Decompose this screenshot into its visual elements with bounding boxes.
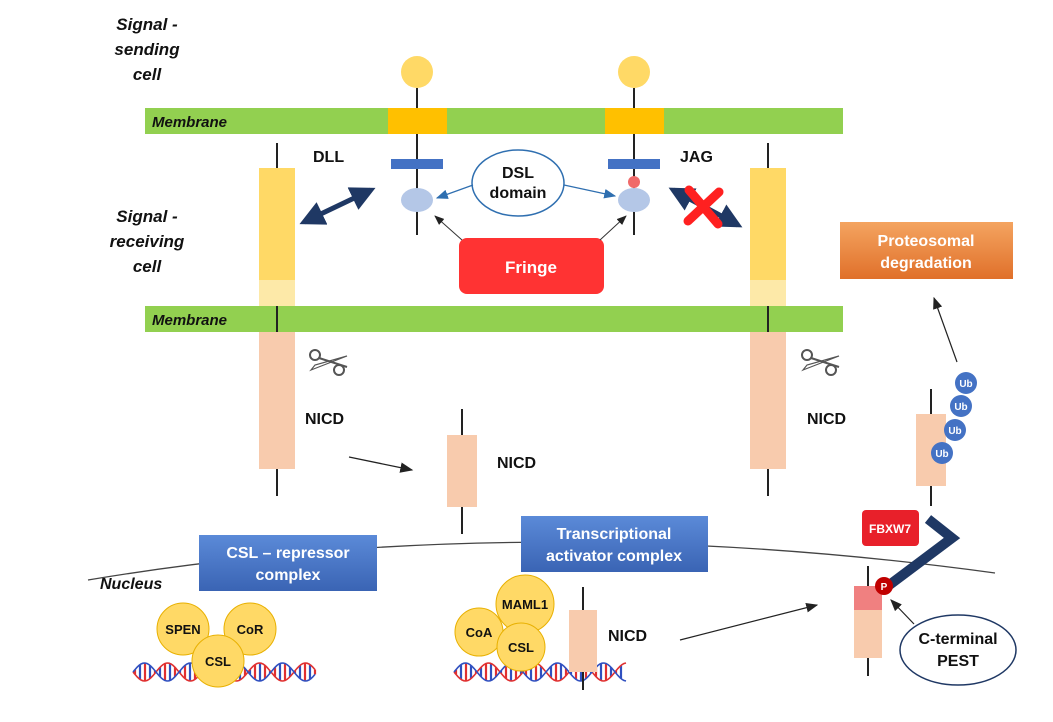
phosphorylation-arrow — [679, 603, 819, 641]
scissors-icon — [309, 349, 348, 376]
dsl-domain-callout: DSL domain — [435, 149, 617, 217]
scissors-icon — [801, 349, 840, 376]
svg-text:DSL: DSL — [502, 165, 534, 182]
svg-text:activator complex: activator complex — [546, 548, 682, 565]
svg-text:cell: cell — [133, 257, 163, 276]
activator-complex: MAML1 CoA CSL — [454, 574, 555, 672]
svg-text:domain: domain — [490, 185, 547, 202]
nucleus-label: Nucleus — [100, 576, 162, 593]
nicd-label-right: NICD — [807, 411, 846, 428]
svg-text:P: P — [881, 582, 888, 593]
notch-receptor-left — [259, 143, 295, 496]
svg-text:complex: complex — [256, 567, 321, 584]
dll-label: DLL — [313, 149, 344, 166]
signal-sending-cell-label: Signal - sending cell — [114, 15, 180, 84]
ubiquitin-chain: Ub Ub Ub Ub — [931, 372, 977, 464]
svg-text:CSL: CSL — [508, 640, 534, 655]
svg-text:CoR: CoR — [237, 622, 264, 637]
ligand-jag — [605, 56, 664, 235]
svg-text:Ub: Ub — [954, 402, 967, 413]
binding-arrow-dll — [299, 187, 376, 225]
svg-text:FBXW7: FBXW7 — [869, 522, 911, 536]
svg-text:Ub: Ub — [948, 426, 961, 437]
ubiquitinated-nicd: Ub Ub Ub Ub — [916, 372, 977, 506]
membrane-top: Membrane — [145, 108, 843, 134]
svg-text:Ub: Ub — [959, 379, 972, 390]
svg-text:CSL – repressor: CSL – repressor — [226, 545, 349, 562]
svg-text:receiving: receiving — [110, 232, 185, 251]
csl-repressor-box: CSL – repressor complex — [199, 535, 377, 591]
repressor-complex: SPEN CoR CSL — [156, 602, 277, 688]
svg-text:C-terminal: C-terminal — [918, 631, 997, 648]
svg-text:CoA: CoA — [466, 625, 493, 640]
phosphorylated-nicd: P — [854, 566, 893, 676]
svg-text:degradation: degradation — [880, 255, 972, 272]
dsl-bar-left — [391, 159, 443, 169]
ligand-dll — [388, 56, 447, 235]
membrane-bottom: Membrane — [145, 306, 843, 332]
glycosylation-dot — [628, 176, 640, 188]
svg-text:sending: sending — [114, 40, 180, 59]
svg-text:Membrane: Membrane — [152, 114, 227, 131]
svg-text:cell: cell — [133, 65, 163, 84]
svg-text:MAML1: MAML1 — [502, 597, 548, 612]
fringe-box: Fringe — [434, 215, 627, 294]
notch-receptor-right — [750, 143, 786, 496]
dsl-oval-right — [618, 188, 650, 212]
phosphate-icon — [875, 577, 893, 595]
svg-text:Membrane: Membrane — [152, 312, 227, 329]
svg-text:PEST: PEST — [937, 653, 979, 670]
signal-receiving-cell-label: Signal - receiving cell — [110, 207, 185, 276]
fbxw7-chevron-icon — [885, 515, 961, 590]
svg-text:SPEN: SPEN — [165, 622, 200, 637]
svg-text:NICD: NICD — [608, 628, 647, 645]
nicd-label-left: NICD — [305, 411, 344, 428]
release-arrow — [348, 456, 414, 473]
svg-text:NICD: NICD — [497, 455, 536, 472]
dsl-oval-left — [401, 188, 433, 212]
svg-text:Transcriptional: Transcriptional — [557, 526, 672, 543]
jag-label: JAG — [680, 149, 713, 166]
svg-text:Fringe: Fringe — [505, 258, 557, 277]
svg-text:Signal -: Signal - — [116, 207, 178, 226]
svg-text:Proteosomal: Proteosomal — [878, 233, 975, 250]
proteosomal-degradation-box: Proteosomal degradation — [840, 222, 1013, 279]
degradation-arrow — [933, 296, 958, 363]
pest-callout: C-terminal PEST — [890, 599, 1017, 686]
blocked-x-icon — [683, 185, 724, 229]
svg-text:Ub: Ub — [935, 449, 948, 460]
fbxw7-box: FBXW7 — [862, 510, 919, 546]
svg-text:CSL: CSL — [205, 654, 231, 669]
released-nicd: NICD — [447, 409, 536, 534]
binding-arrow-jag-blocked — [668, 185, 743, 229]
nuclear-nicd: NICD — [569, 587, 647, 690]
dsl-bar-right — [608, 159, 660, 169]
svg-text:Signal -: Signal - — [116, 15, 178, 34]
dna-helix-middle — [453, 662, 627, 682]
transcriptional-activator-box: Transcriptional activator complex — [521, 516, 708, 572]
